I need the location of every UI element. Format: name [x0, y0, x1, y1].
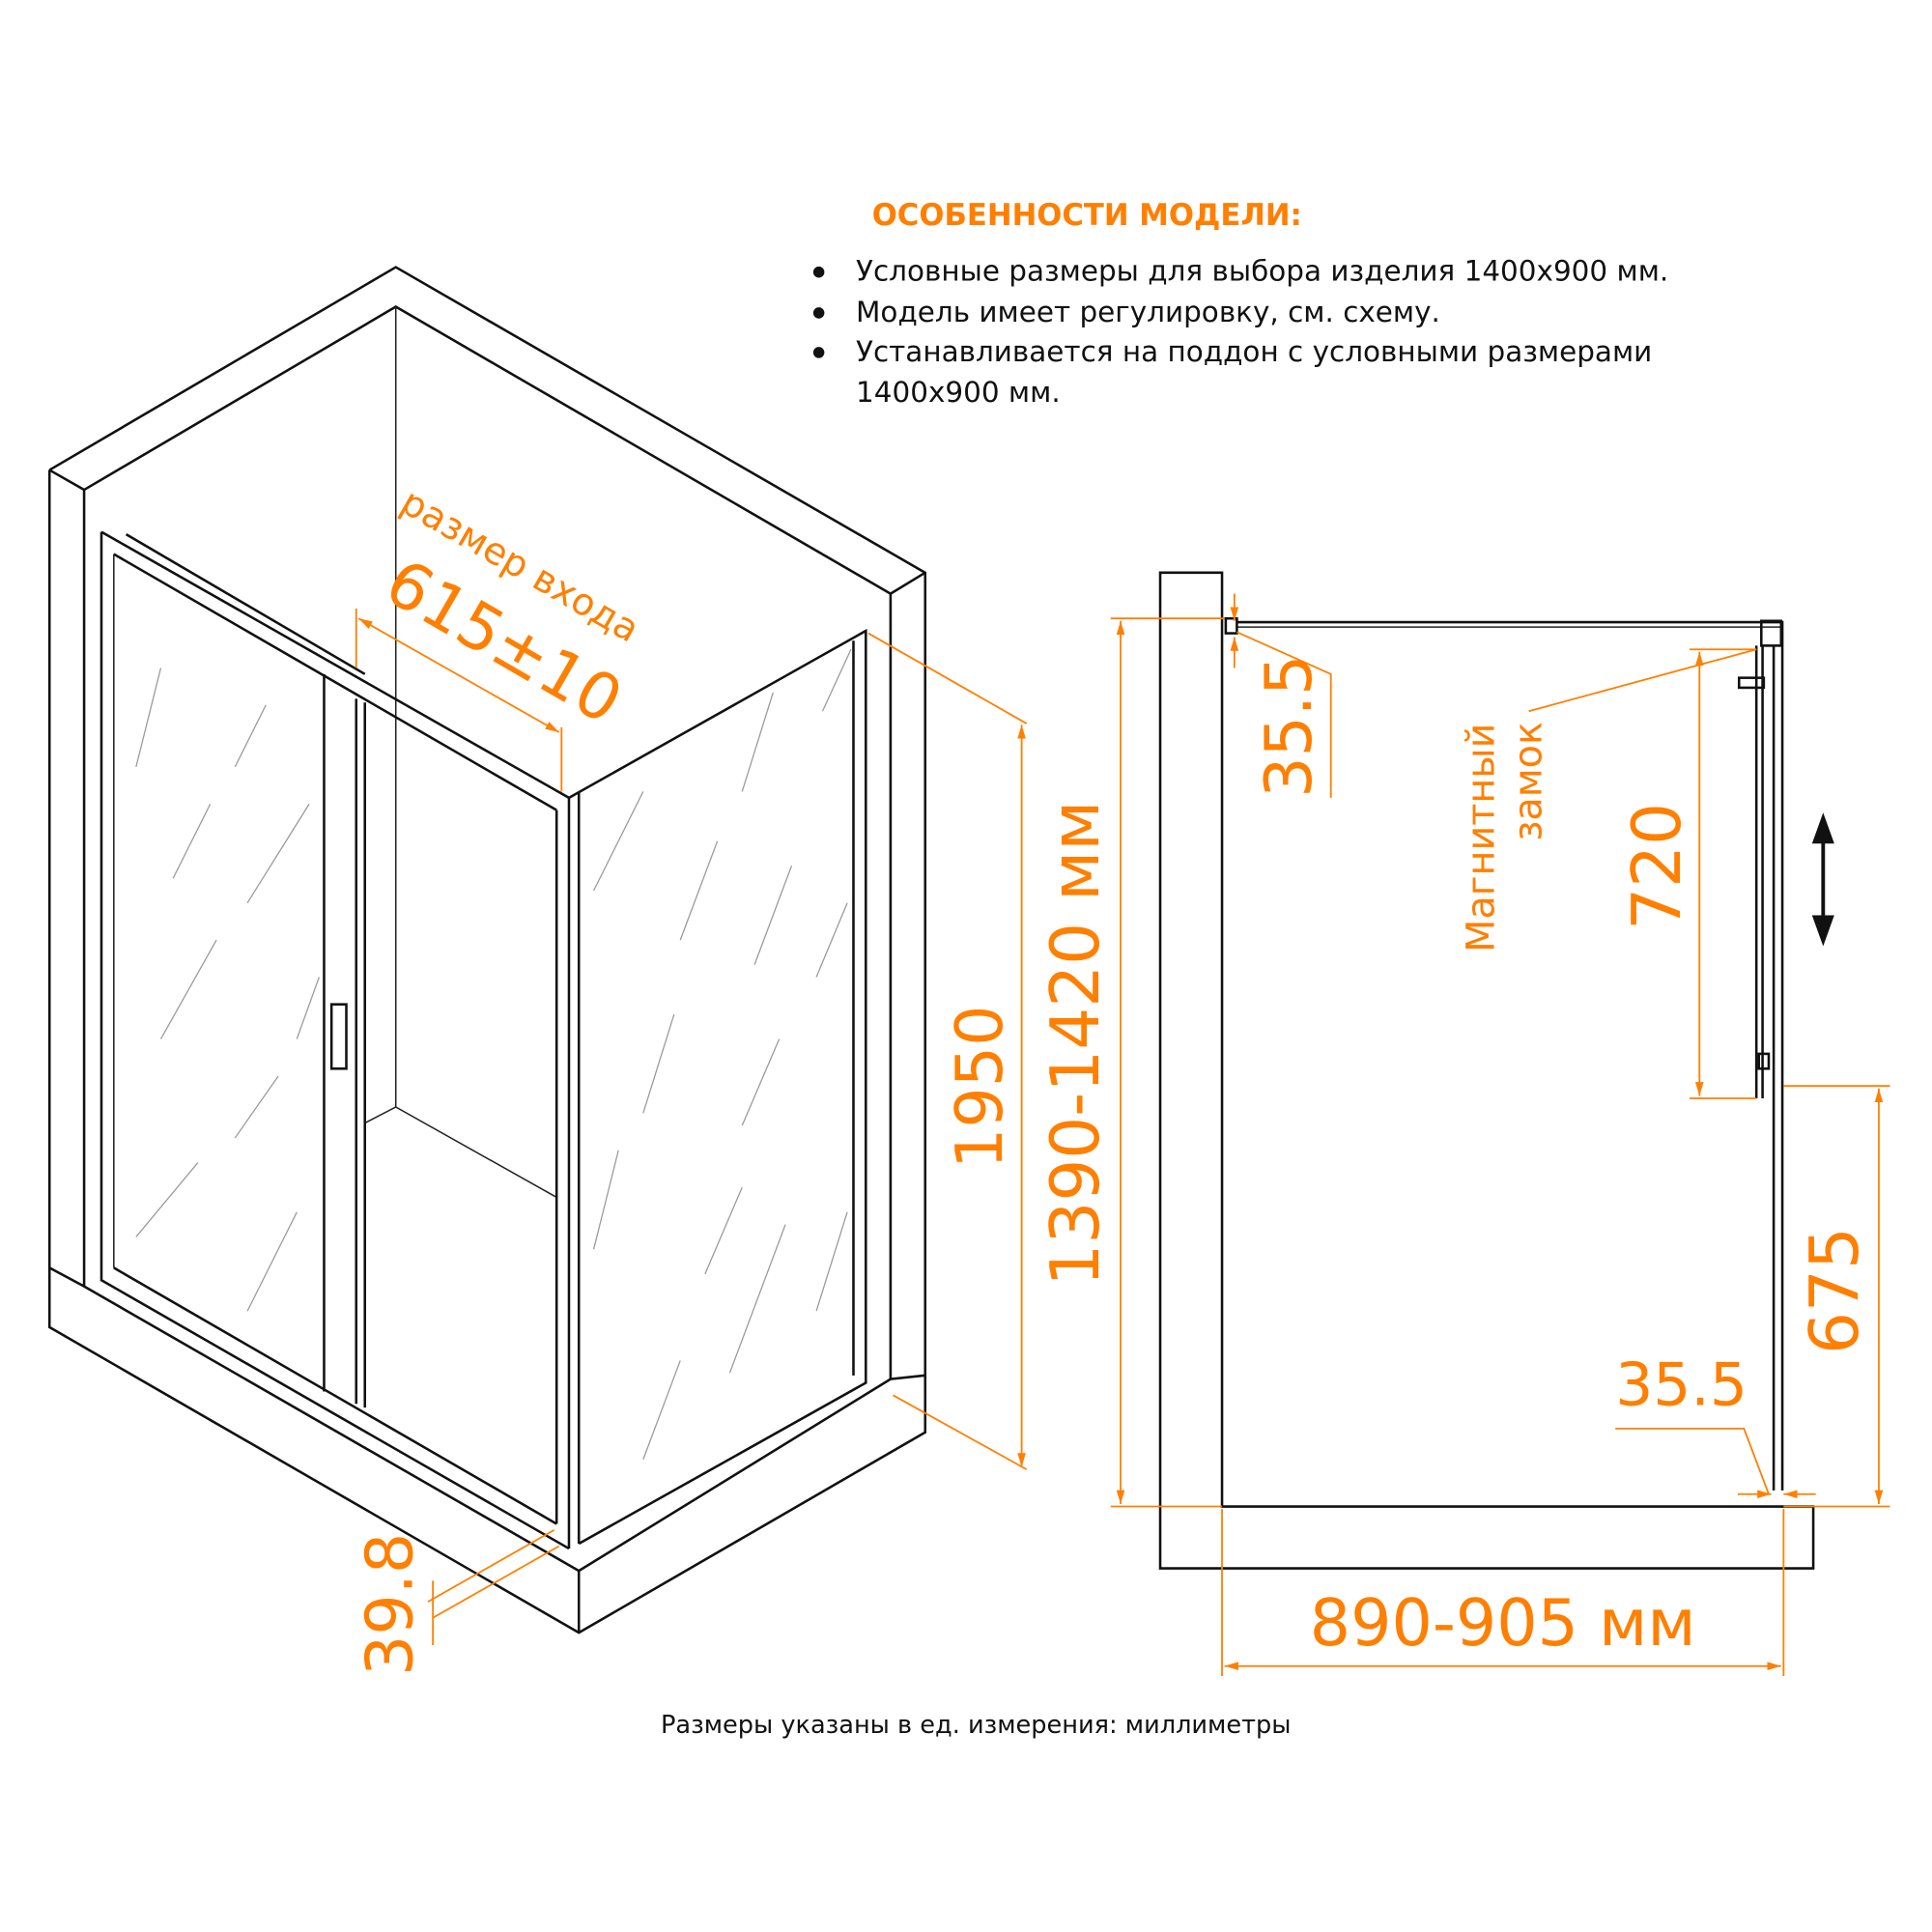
feature-item: 1400x900 мм.	[856, 376, 1061, 409]
bullet	[812, 347, 825, 358]
feature-item: Условные размеры для выбора изделия 1400…	[856, 255, 1668, 288]
lock-label-1: Магнитный	[1460, 724, 1504, 952]
feature-item: Устанавливается на поддон с условными ра…	[856, 335, 1652, 368]
features-block: ОСОБЕННОСТИ МОДЕЛИ: Условные размеры для…	[812, 198, 1668, 409]
width-range-label: 890-905 мм	[1310, 1585, 1696, 1661]
lower-span-label: 675	[1797, 1227, 1874, 1354]
side-view: 1390-1420 мм 35.5 Магнитный замок 720 67…	[1037, 571, 1890, 1676]
top-gap-label: 35.5	[1251, 655, 1326, 798]
isometric-view: размер входа 615±10 1950 39.8	[47, 266, 1028, 1676]
height-label: 1950	[942, 1006, 1017, 1169]
units-footnote: Размеры указаны в ед. измерения: миллиме…	[661, 1711, 1291, 1740]
bullet	[812, 307, 825, 319]
bottom-gap-label: 39.8	[352, 1533, 427, 1676]
bottom-gap-label: 35.5	[1615, 1351, 1747, 1420]
lock-span-label: 720	[1619, 803, 1696, 930]
height-range-label: 1390-1420 мм	[1037, 801, 1115, 1287]
features-title: ОСОБЕННОСТИ МОДЕЛИ:	[872, 198, 1302, 233]
glass-texture	[135, 648, 852, 1461]
feature-item: Модель имеет регулировку, см. схему.	[856, 296, 1440, 328]
lock-label-2: замок	[1506, 722, 1550, 841]
bullet	[812, 266, 825, 278]
